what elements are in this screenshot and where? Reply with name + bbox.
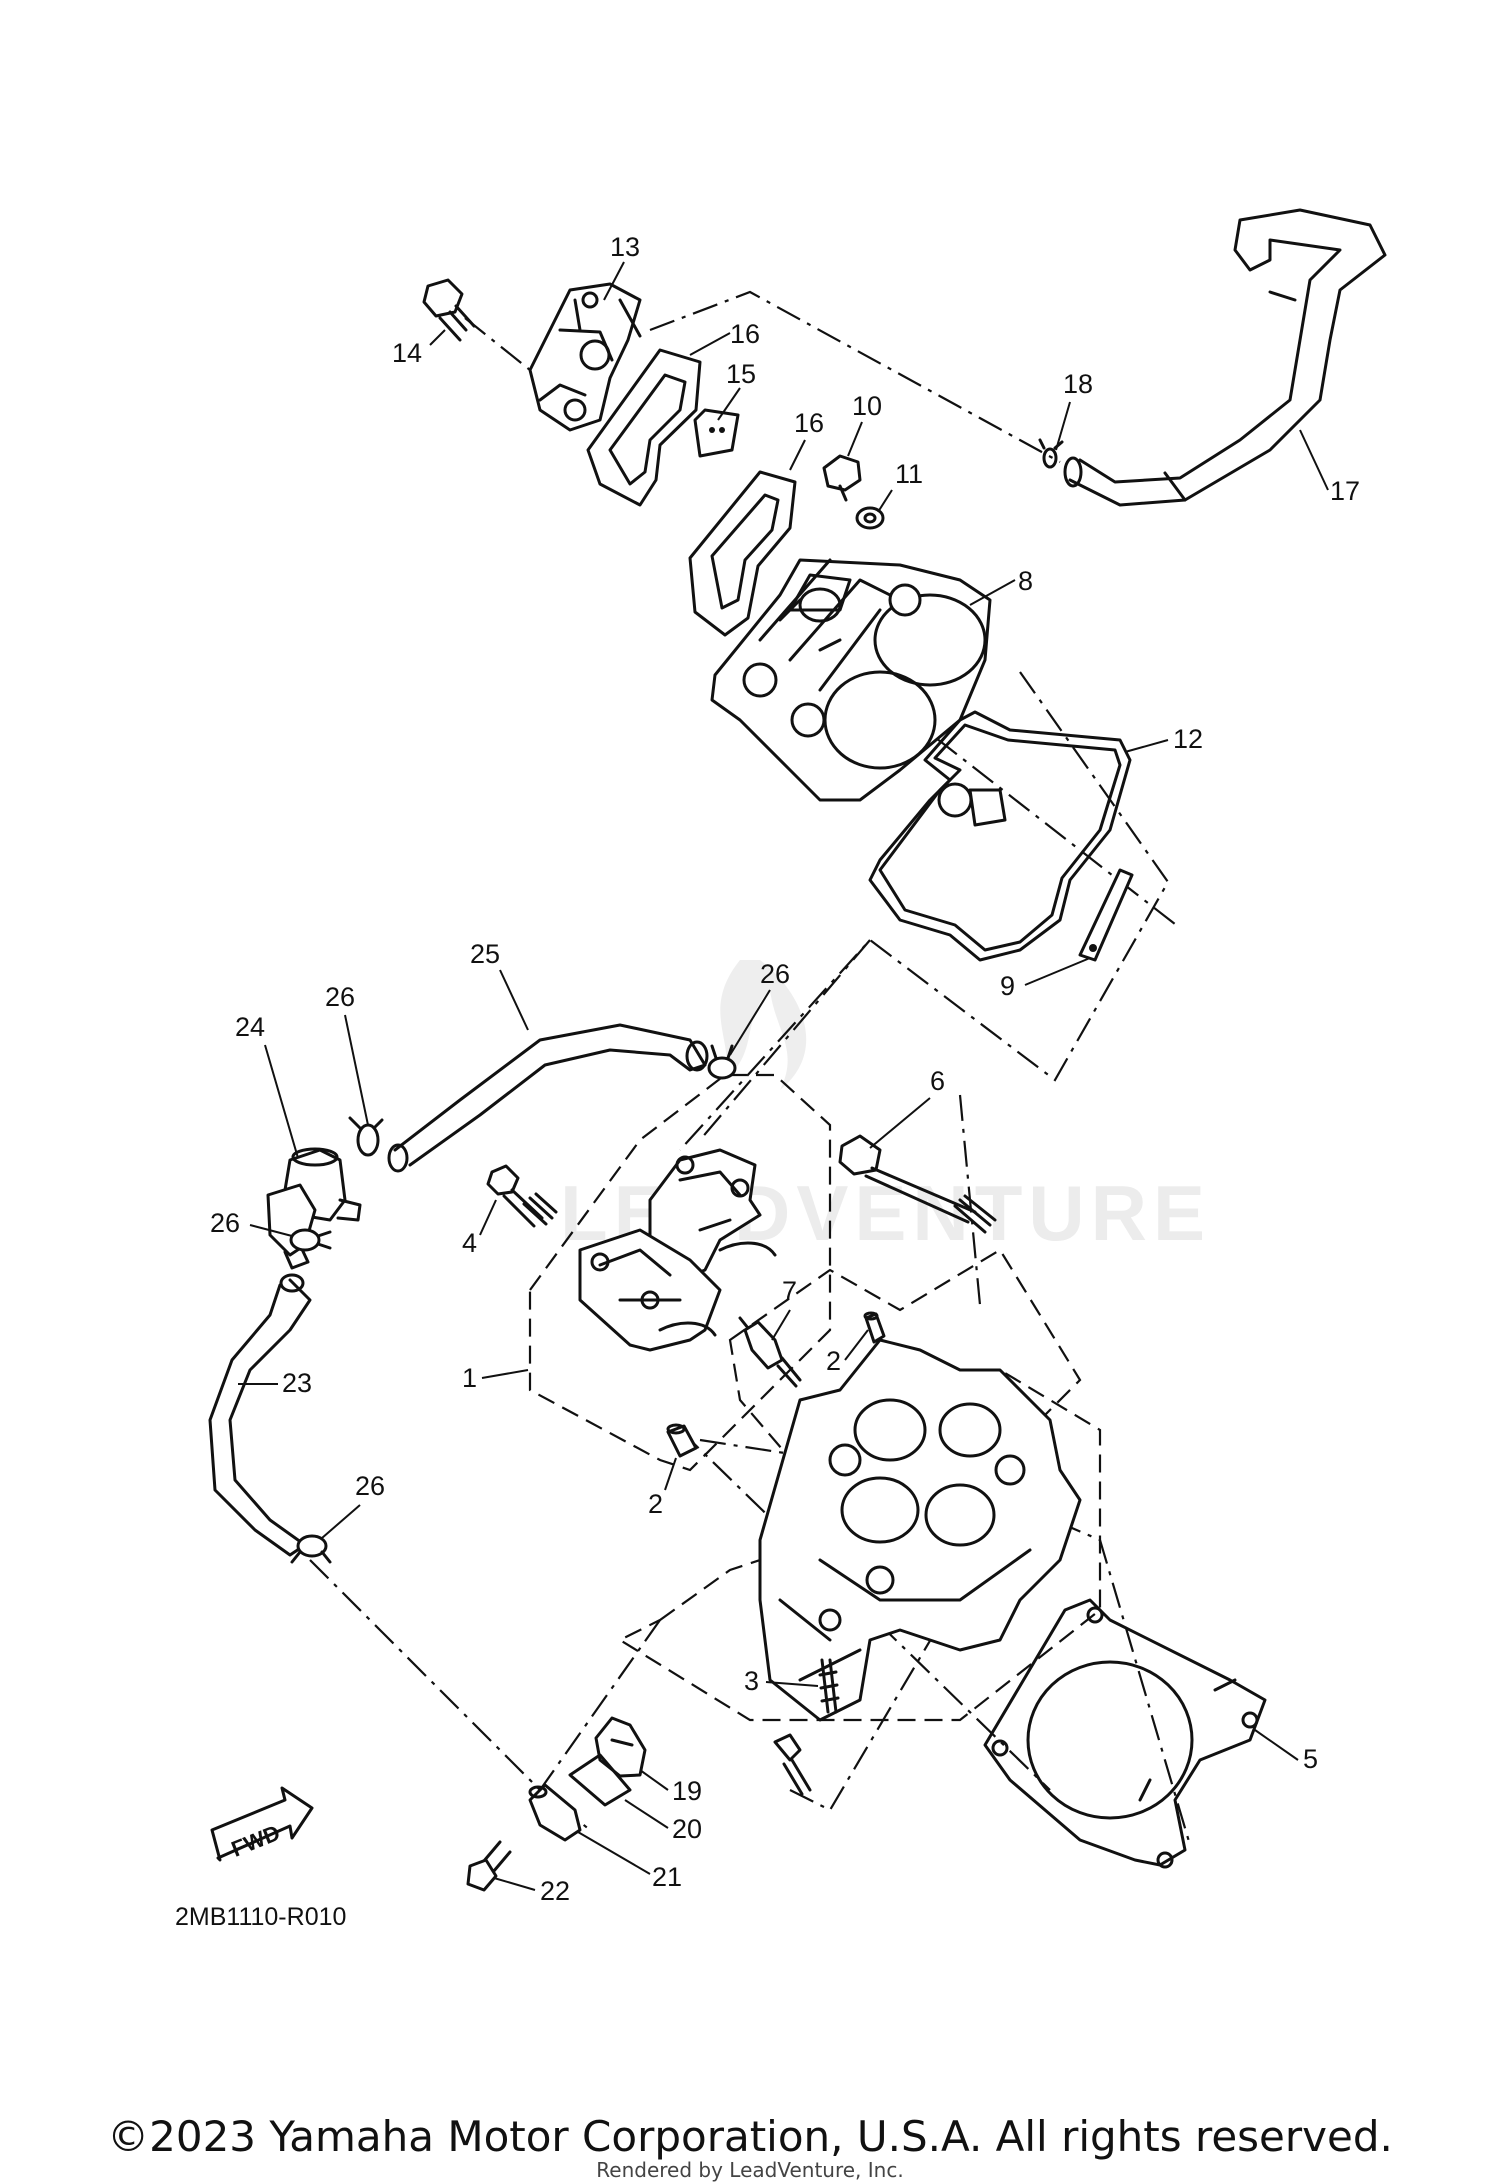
assembly-boundary-1 — [528, 1073, 832, 1472]
fitting-21 — [528, 1783, 582, 1842]
hose-clamp-26-a — [348, 1116, 384, 1157]
hose-clamp-26-b — [707, 1044, 737, 1080]
watermark-flame-icon — [720, 960, 807, 1090]
bolt-14 — [422, 278, 476, 342]
callout-3: 3 — [744, 1666, 759, 1696]
gasket-16-lower — [688, 470, 797, 637]
assembly-line-upper — [649, 290, 1061, 463]
callout-16-upper: 16 — [730, 319, 760, 349]
bolt-axis-14 — [464, 317, 541, 379]
callout-15: 15 — [726, 359, 756, 389]
assembly-line-21 — [309, 1559, 541, 1791]
callout-13: 13 — [610, 232, 640, 262]
assembly-line-upper-right — [679, 671, 1170, 1151]
callout-21: 21 — [652, 1862, 682, 1892]
callout-14: 14 — [392, 338, 422, 368]
callout-26-c: 26 — [210, 1208, 240, 1238]
callout-23: 23 — [282, 1368, 312, 1398]
callout-18: 18 — [1063, 369, 1093, 399]
assembly-boundary-camshaft — [728, 1248, 1082, 1562]
callout-16-lower: 16 — [794, 408, 824, 438]
stud-bolt-6 — [838, 1134, 997, 1234]
callout-20: 20 — [672, 1814, 702, 1844]
callout-19: 19 — [672, 1776, 702, 1806]
callout-7: 7 — [782, 1276, 797, 1306]
callout-26-a: 26 — [325, 982, 355, 1012]
assembly-line-1 — [699, 939, 871, 1141]
callout-11: 11 — [895, 459, 923, 489]
gasket-16-upper — [586, 348, 702, 507]
assembly-boundary-head — [617, 1368, 1102, 1722]
callout-26-b: 26 — [760, 959, 790, 989]
copyright-text: ©2023 Yamaha Motor Corporation, U.S.A. A… — [107, 2112, 1393, 2161]
callout-1: 1 — [462, 1363, 477, 1393]
callout-12: 12 — [1173, 724, 1203, 754]
stud-3 — [818, 1658, 840, 1714]
callout-9: 9 — [1000, 971, 1015, 1001]
cylinder-head-cover-8 — [710, 558, 992, 802]
bolt-10 — [822, 454, 862, 502]
assembly-line-stud — [789, 1589, 961, 1812]
callout-25: 25 — [470, 939, 500, 969]
air-injection-valve-24 — [266, 1147, 362, 1270]
callout-22: 22 — [540, 1876, 570, 1906]
camshaft-cap-lower — [578, 1228, 722, 1352]
cylinder-gasket-5 — [983, 1598, 1267, 1869]
callout-2-lower: 2 — [648, 1489, 663, 1519]
bolt-4 — [486, 1164, 558, 1228]
fwd-arrow-icon: FWD — [210, 1786, 314, 1862]
bolt-22 — [466, 1840, 512, 1892]
callout-6: 6 — [930, 1066, 945, 1096]
washer-11 — [855, 506, 885, 530]
reed-valve-cover-13 — [528, 282, 642, 432]
hose-23 — [208, 1273, 312, 1557]
callout-17: 17 — [1330, 476, 1360, 506]
hose-17 — [1063, 208, 1387, 507]
hose-clamp-26-c — [289, 1228, 332, 1252]
bracket-19 — [594, 1716, 647, 1778]
cylinder-head — [758, 1338, 1082, 1722]
hose-25 — [387, 1023, 709, 1173]
dowel-pin-2-lower — [666, 1423, 698, 1458]
callout-4: 4 — [462, 1228, 477, 1258]
dowel-pin-2-upper — [863, 1311, 886, 1344]
callouts: 13 14 16 15 16 10 11 18 17 8 12 9 25 26 … — [210, 232, 1360, 1906]
hose-clamp-26-d — [290, 1534, 332, 1564]
callout-24: 24 — [235, 1012, 265, 1042]
callout-8: 8 — [1018, 566, 1033, 596]
callout-2-upper: 2 — [826, 1346, 841, 1376]
gasket-9 — [1078, 868, 1134, 962]
assembly-line-3 — [679, 1429, 1051, 1791]
spark-plug-7 — [738, 1316, 802, 1388]
rendered-by-text: Rendered by LeadVenture, Inc. — [596, 2158, 904, 2182]
reed-valve-15 — [693, 408, 740, 458]
stud-bolt-bottom — [773, 1733, 812, 1796]
diagram-ref-code: 2MB1110-R010 — [175, 1903, 346, 1931]
callout-10: 10 — [852, 391, 882, 421]
gasket-20 — [568, 1753, 632, 1807]
head-cover-gasket-12 — [868, 710, 1132, 962]
callout-26-d: 26 — [355, 1471, 385, 1501]
callout-5: 5 — [1303, 1744, 1318, 1774]
